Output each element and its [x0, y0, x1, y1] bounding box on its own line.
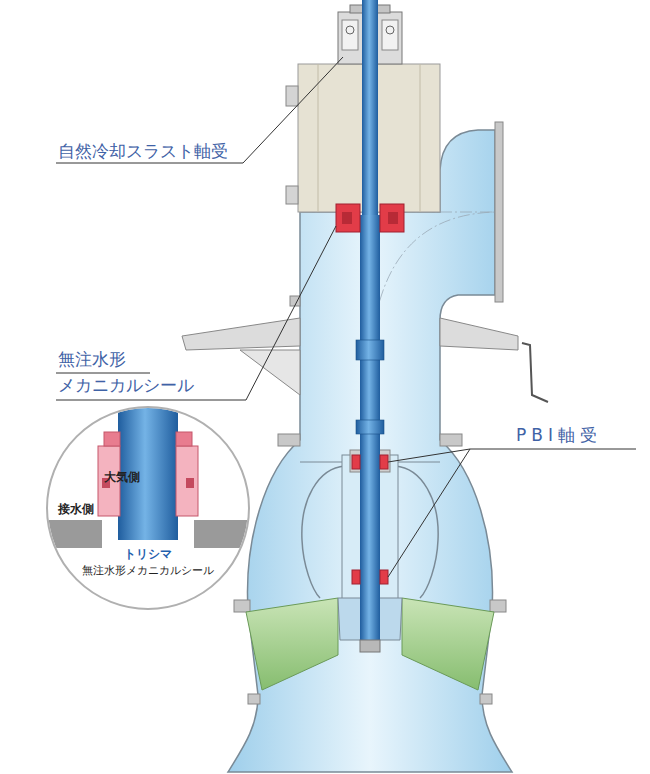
bowl-internals-part	[402, 598, 494, 690]
leader-line-part	[56, 373, 150, 374]
pump-casing-part	[480, 694, 492, 704]
thrust-bearing-part	[342, 20, 358, 50]
seal-inset-part	[40, 400, 256, 548]
thrust-bearing-part	[386, 26, 394, 34]
pbi-bearing-part	[352, 455, 360, 469]
mechanical-seal-part	[336, 204, 360, 232]
leader-line-part	[56, 400, 246, 401]
pbi-bearing-part	[380, 455, 388, 469]
callout-label-box: 自然冷却スラスト軸受	[58, 140, 228, 162]
seal-inset-part	[176, 432, 192, 446]
pump-casing-part	[228, 130, 512, 772]
mechanical-seal-part	[380, 204, 404, 232]
motor-stand-part	[318, 64, 319, 212]
support-bracket-part	[182, 318, 300, 350]
pump-casing-part	[234, 600, 250, 612]
pump-casing-part	[278, 434, 300, 446]
callout-label-box: 無注水形 メカニカルシール	[58, 346, 208, 398]
pump-shaft-part	[360, 640, 380, 652]
callout-label: 無注水形 メカニカルシール	[58, 346, 208, 398]
callout-label: PBI軸受	[516, 424, 602, 446]
support-bracket-part	[522, 343, 548, 402]
seal-inset-part	[194, 520, 256, 548]
leader-line-part	[470, 449, 636, 450]
bowl-internals-part	[302, 466, 345, 598]
mechanical-seal-part	[388, 212, 398, 224]
pbi-bearing-part	[380, 570, 388, 584]
thrust-bearing-part	[346, 26, 354, 34]
motor-stand-part	[286, 186, 298, 204]
seal-inset-part	[104, 432, 120, 446]
bowl-internals-part	[246, 598, 338, 690]
seal-inset-part	[176, 446, 198, 516]
pump-shaft	[356, 0, 384, 652]
pump-casing-part	[490, 600, 506, 612]
seal-inset-part	[186, 478, 194, 488]
side-label: 接水側	[58, 502, 94, 516]
motor-stand-part	[286, 86, 298, 106]
leader-line-part	[388, 449, 470, 577]
inset-circle: 大気側接水側トリシマ無注水形メカニカルシール	[46, 406, 250, 610]
mechanical-seal	[336, 204, 404, 232]
pump-casing-part	[248, 694, 260, 704]
caption-text: 無注水形メカニカルシール	[48, 564, 248, 577]
pump-shaft-part	[362, 0, 378, 216]
callout-label-box: PBI軸受	[516, 424, 602, 446]
side-label: 大気側	[104, 470, 140, 484]
leader-line-part	[388, 449, 470, 462]
seal-inset-part	[40, 520, 102, 548]
leader-line-part	[56, 163, 243, 164]
motor-stand-part	[420, 64, 421, 212]
pbi-bearing	[352, 455, 388, 584]
pump-casing-part	[495, 122, 503, 302]
support-bracket	[182, 318, 548, 402]
mechanical-seal-part	[342, 212, 352, 224]
seal-inset	[40, 400, 256, 608]
pump-casing-part	[440, 434, 462, 446]
leader-line-part	[243, 57, 343, 163]
leader-line-part	[246, 226, 336, 400]
pump-shaft-part	[356, 340, 384, 360]
pump-shaft-part	[356, 420, 384, 434]
callout-label: 自然冷却スラスト軸受	[58, 140, 228, 162]
thrust-bearing-part	[382, 20, 398, 50]
support-bracket-part	[240, 350, 300, 395]
support-bracket-part	[440, 318, 518, 350]
pbi-bearing-part	[352, 570, 360, 584]
pump-casing-part	[370, 212, 500, 380]
brand-name: トリシマ	[48, 547, 248, 561]
leader-line	[56, 57, 636, 577]
pump-casing	[228, 122, 512, 772]
